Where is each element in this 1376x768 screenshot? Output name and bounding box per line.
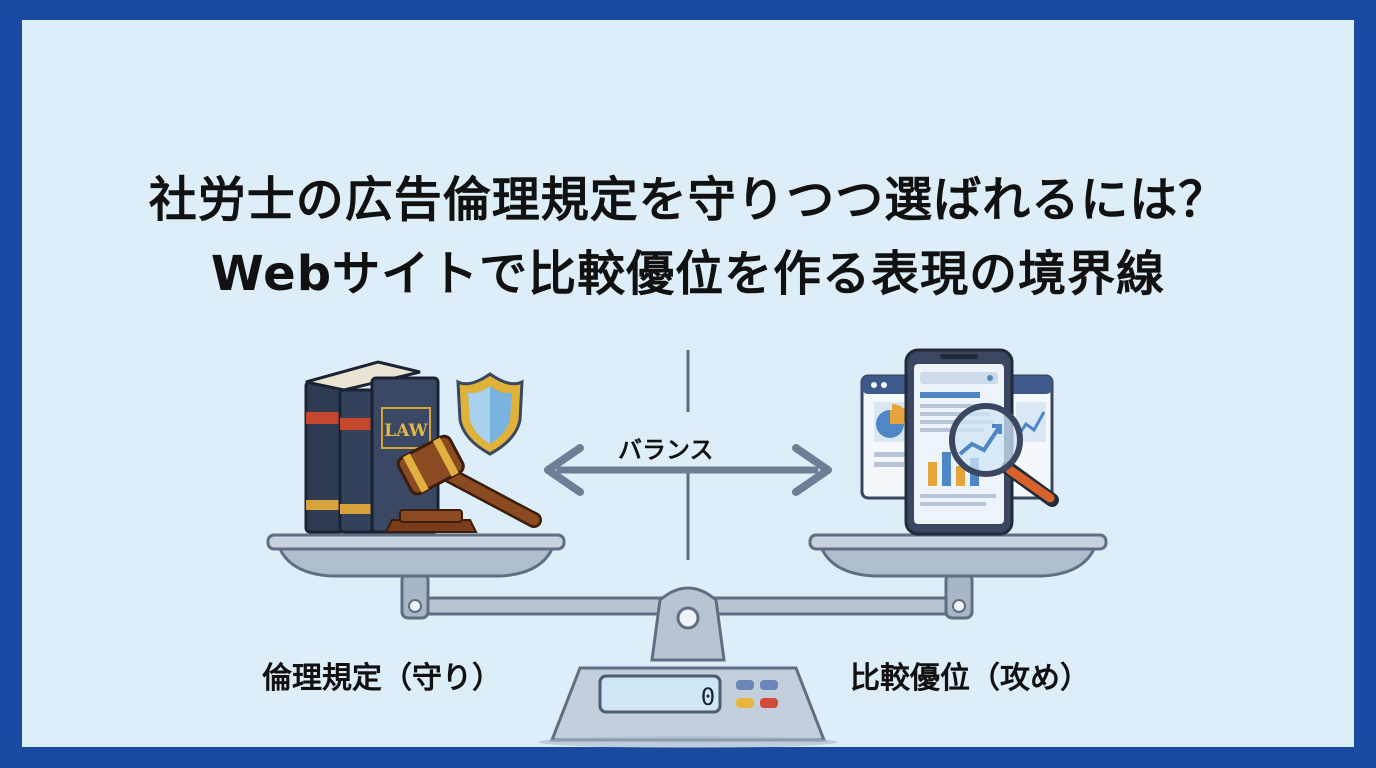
gavel-icon xyxy=(384,434,542,533)
arrow-label: バランス xyxy=(618,436,714,464)
title-line-1: 社労士の広告倫理規定を守りつつ選ばれるには？ xyxy=(148,172,1228,228)
left-label: 倫理規定（守り） xyxy=(262,661,502,696)
book-spine-label: LAW xyxy=(384,421,428,441)
right-label: 比較優位（攻め） xyxy=(850,661,1090,696)
magnifier-icon xyxy=(949,403,1059,507)
law-books-icon: LAW xyxy=(304,360,440,534)
shield-icon xyxy=(456,372,524,456)
balance-scale-icon xyxy=(400,572,974,748)
scale-display-value: 0 xyxy=(701,683,715,711)
left-scale-pan xyxy=(266,533,566,578)
double-arrow-icon xyxy=(544,444,832,496)
title-line-2: Webサイトで比較優位を作る表現の境界線 xyxy=(210,246,1166,302)
right-scale-pan xyxy=(808,533,1108,578)
